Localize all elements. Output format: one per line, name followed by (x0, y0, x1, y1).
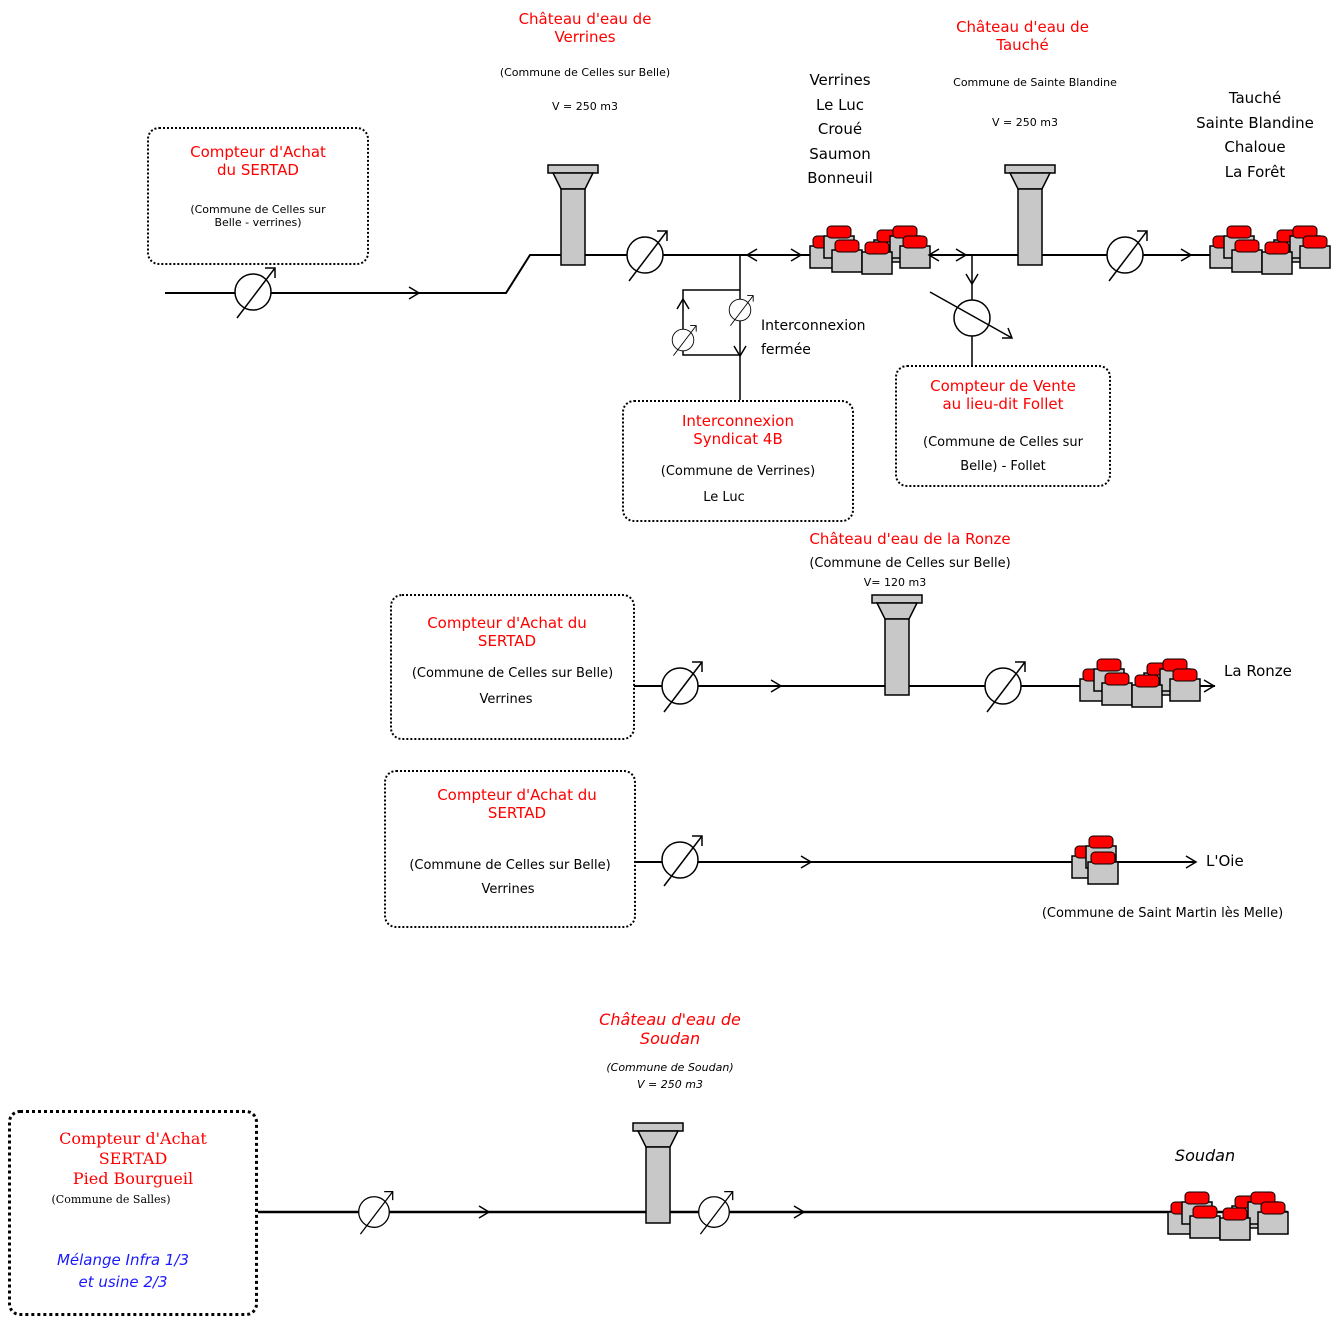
section3-pipeline (634, 835, 1197, 887)
villages-verrines-list: Verrines Le Luc Croué Saumon Bonneuil (780, 68, 900, 191)
vente-follet-title: Compteur de Vente au lieu-dit Follet (930, 377, 1076, 413)
village-name: Croué (817, 120, 863, 138)
syndicat-4b-place: Le Luc (703, 490, 745, 505)
village-icon (1168, 1192, 1288, 1240)
section2-pipeline (634, 594, 1215, 713)
achat-sertad-box-2: Compteur d'Achat du SERTAD (Commune de C… (390, 594, 635, 740)
achat-pied-bourgueil-title: Compteur d'Achat SERTAD Pied Bourgueil (59, 1129, 207, 1188)
achat-sertad-2-title: Compteur d'Achat du SERTAD (427, 614, 587, 650)
village-icon (1210, 226, 1330, 274)
meter-icon (234, 267, 276, 319)
village-name: Tauché (1228, 89, 1282, 107)
achat-sertad-title: Compteur d'Achat du SERTAD (190, 143, 326, 179)
meter-icon (953, 299, 991, 337)
meter-icon (698, 1190, 734, 1235)
achat-sertad-box-3: Compteur d'Achat du SERTAD (Commune de C… (384, 770, 636, 928)
water-tower-icon (871, 594, 923, 696)
meter-icon (728, 295, 754, 327)
achat-sertad-2-commune: (Commune de Celles sur Belle) (411, 666, 614, 681)
meter-icon (358, 1190, 394, 1235)
destination-la-ronze: La Ronze (1224, 662, 1292, 680)
meter-icon (661, 835, 703, 887)
vente-follet-commune: (Commune de Celles sur Belle) - Follet (923, 435, 1083, 474)
achat-sertad-box: Compteur d'Achat du SERTAD (Commune de C… (147, 127, 369, 265)
syndicat-4b-title: Interconnexion Syndicat 4B (681, 412, 794, 448)
village-name: La Forêt (1224, 162, 1286, 181)
achat-sertad-2-place: Verrines (479, 692, 533, 707)
tower-soudan-commune: (Commune de Soudan) (606, 1061, 734, 1074)
section1-pipeline (165, 164, 1330, 400)
achat-sertad-3-commune: (Commune de Celles sur Belle) (409, 858, 611, 873)
tower-verrines-volume: V = 250 m3 (552, 100, 618, 113)
tower-verrines-commune: (Commune de Celles sur Belle) (499, 66, 671, 79)
meter-icon (984, 661, 1026, 713)
achat-sertad-commune: (Commune de Celles sur Belle - verrines) (190, 203, 326, 230)
tower-soudan-title: Château d'eau de Soudan (599, 1010, 741, 1049)
village-name: Chaloue (1224, 138, 1286, 156)
village-icon (810, 226, 930, 274)
achat-pied-bourgueil-commune: (Commune de Salles) (51, 1193, 171, 1206)
achat-sertad-3-title: Compteur d'Achat du SERTAD (437, 786, 597, 822)
tower-verrines-title: Château d'eau de Verrines (518, 10, 652, 46)
achat-sertad-3-place: Verrines (481, 882, 535, 897)
tower-soudan-volume: V = 250 m3 (637, 1078, 703, 1091)
tower-tauche-commune: Commune de Sainte Blandine (953, 76, 1117, 89)
destination-soudan: Soudan (1174, 1146, 1236, 1165)
village-icon (1080, 659, 1200, 707)
tower-ronze-volume: V= 120 m3 (863, 576, 927, 589)
achat-pied-bourgueil-box: Compteur d'Achat SERTAD Pied Bourgueil (… (8, 1110, 258, 1316)
water-tower-icon (547, 164, 599, 266)
vente-follet-box: Compteur de Vente au lieu-dit Follet (Co… (895, 365, 1111, 487)
tower-ronze-title: Château d'eau de la Ronze (809, 530, 1011, 548)
section4-pipeline (258, 1122, 1288, 1240)
l-oie-commune: (Commune de Saint Martin lès Melle) (1041, 906, 1284, 921)
meter-icon (1106, 230, 1148, 282)
meter-icon (626, 230, 668, 282)
village-name: Saumon (809, 144, 871, 163)
village-name: Le Luc (816, 95, 864, 114)
tower-ronze-commune: (Commune de Celles sur Belle) (809, 556, 1011, 571)
village-name: Bonneuil (807, 169, 873, 187)
syndicat-4b-commune: (Commune de Verrines) (660, 464, 816, 479)
village-name: Verrines (809, 71, 871, 89)
village-icon (1071, 835, 1119, 885)
meter-icon (671, 325, 697, 357)
water-tower-icon (632, 1122, 684, 1224)
tower-tauche-title: Château d'eau de Tauché (956, 18, 1089, 54)
water-tower-icon (1004, 164, 1056, 266)
meter-icon (661, 661, 703, 713)
village-name: Sainte Blandine (1196, 113, 1314, 132)
destination-l-oie: L'Oie (1206, 852, 1244, 870)
syndicat-4b-box: Interconnexion Syndicat 4B (Commune de V… (622, 400, 854, 522)
villages-tauche-list: Tauché Sainte Blandine Chaloue La Forêt (1170, 86, 1339, 184)
achat-pied-bourgueil-mix: Mélange Infra 1/3 et usine 2/3 (56, 1251, 190, 1291)
tower-tauche-volume: V = 250 m3 (992, 116, 1058, 129)
interconnexion-label: Interconnexion fermée (761, 318, 866, 358)
